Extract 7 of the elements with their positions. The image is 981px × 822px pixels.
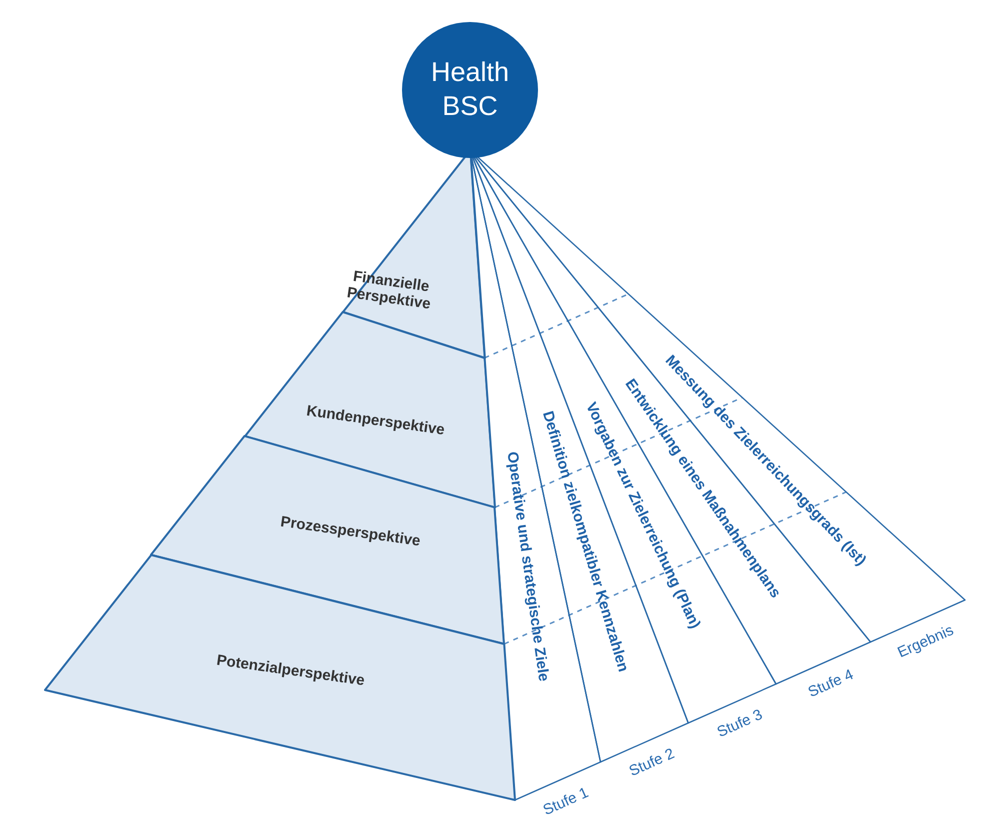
circle-title: Health BSC [430, 56, 510, 123]
stage-label: Stufe 1 [540, 784, 591, 818]
stage-label: Stufe 4 [806, 666, 856, 700]
perspective-label: Finanzielle Perspektive [344, 266, 433, 314]
stage-label: Stufe 3 [714, 706, 766, 741]
step-label: Operative und strategische Ziele [503, 450, 552, 682]
stage-label: Stufe 2 [626, 745, 678, 780]
